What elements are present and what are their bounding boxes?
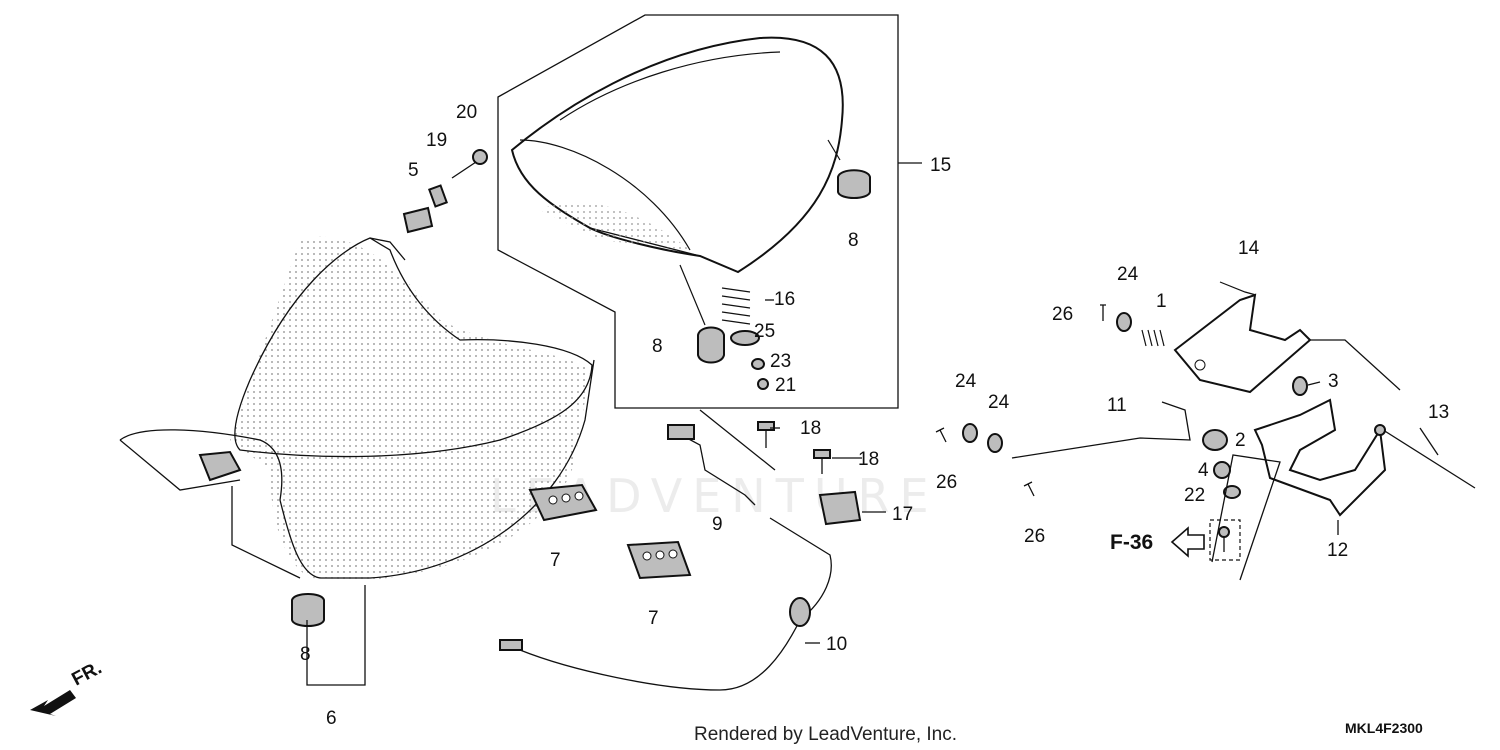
leader-3 xyxy=(1307,381,1321,386)
callout-7a: 7 xyxy=(550,550,561,571)
rear-seat-assembly-box xyxy=(497,14,922,409)
callout-26c: 26 xyxy=(1024,526,1045,547)
callout-1: 1 xyxy=(1156,291,1167,312)
callout-2: 2 xyxy=(1235,430,1246,451)
callout-12: 12 xyxy=(1327,540,1348,561)
callout-5: 5 xyxy=(408,160,419,181)
clip-26-c xyxy=(1023,481,1035,497)
callout-18a: 18 xyxy=(800,418,821,439)
callout-17: 17 xyxy=(892,504,913,525)
callout-18b: 18 xyxy=(858,449,879,470)
collar-part-4 xyxy=(1213,461,1231,479)
callout-24b: 24 xyxy=(988,392,1010,413)
rubber-part-2 xyxy=(1202,429,1228,451)
cushion-rubber-middle xyxy=(679,264,725,364)
callout-10: 10 xyxy=(826,634,847,655)
long-pin-part xyxy=(1374,424,1476,489)
callout-24c: 24 xyxy=(1117,264,1139,285)
callout-19: 19 xyxy=(426,130,447,151)
callout-3: 3 xyxy=(1328,371,1339,392)
cable-9 xyxy=(667,424,756,506)
reference-label: F-36 xyxy=(1110,531,1153,554)
leader-9 xyxy=(699,409,776,471)
callout-11: 11 xyxy=(1107,395,1127,416)
front-marker-label: FR. xyxy=(68,658,105,691)
callout-14: 14 xyxy=(1238,238,1260,259)
callout-25: 25 xyxy=(754,321,775,342)
leader-13b xyxy=(1419,427,1439,456)
callout-23: 23 xyxy=(770,351,791,372)
callout-26a: 26 xyxy=(1052,304,1073,325)
callout-26b: 26 xyxy=(936,472,957,493)
clip-26-b xyxy=(935,427,947,443)
washer-24-b xyxy=(987,433,1003,453)
washer-24-a xyxy=(962,423,978,443)
callout-8c: 8 xyxy=(300,644,311,665)
washer-part xyxy=(730,330,760,346)
collar-part xyxy=(428,184,448,208)
nut-part-3 xyxy=(1292,376,1308,396)
main-seat xyxy=(119,236,595,581)
callout-24a: 24 xyxy=(955,371,977,392)
washer-24-c xyxy=(1116,312,1132,332)
bolt-part-18a xyxy=(757,421,775,448)
rubber-block-b xyxy=(626,540,692,580)
spring-part-1 xyxy=(1141,329,1165,347)
rod-part xyxy=(1011,401,1191,459)
bolt-part-18b xyxy=(813,449,831,474)
rear-seat-cowl xyxy=(510,36,844,274)
leader-13 xyxy=(1310,339,1401,391)
seat-catch-part xyxy=(818,490,862,526)
clip-26-a xyxy=(1100,304,1106,321)
diagram-code: MKL4F2300 xyxy=(1345,720,1423,736)
callout-21: 21 xyxy=(775,375,796,396)
callout-9: 9 xyxy=(712,514,723,535)
callout-4: 4 xyxy=(1198,460,1209,481)
callout-8a: 8 xyxy=(848,230,859,251)
cable-10 xyxy=(499,517,832,691)
callout-16: 16 xyxy=(774,289,795,310)
callout-13: 13 xyxy=(1428,402,1449,423)
grommet-part xyxy=(402,206,434,234)
callout-8b: 8 xyxy=(652,336,663,357)
callout-22: 22 xyxy=(1184,485,1205,506)
cushion-rubber-upper xyxy=(827,139,871,199)
leader-6 xyxy=(306,585,366,686)
rubber-block-a xyxy=(528,483,598,522)
bolt-part-small xyxy=(757,378,769,390)
callout-20: 20 xyxy=(456,102,477,123)
washer-part-22 xyxy=(1223,485,1241,499)
bolt-part-long xyxy=(451,149,488,179)
callout-6: 6 xyxy=(326,708,337,729)
reference-leader xyxy=(1211,454,1281,581)
credit-text: Rendered by LeadVenture, Inc. xyxy=(694,724,957,745)
reference-bolt-icon xyxy=(1218,526,1230,552)
callout-7b: 7 xyxy=(648,608,659,629)
reference-arrow-icon xyxy=(1170,526,1205,558)
spring-part xyxy=(721,287,751,325)
front-arrow-icon xyxy=(30,690,76,716)
reference-bolt-box xyxy=(1209,519,1241,561)
nut-part xyxy=(751,358,765,370)
hinge-bracket-part xyxy=(1253,398,1387,517)
callout-15: 15 xyxy=(930,155,951,176)
cushion-rubber-lower xyxy=(231,486,325,627)
bracket-part xyxy=(1173,281,1312,394)
